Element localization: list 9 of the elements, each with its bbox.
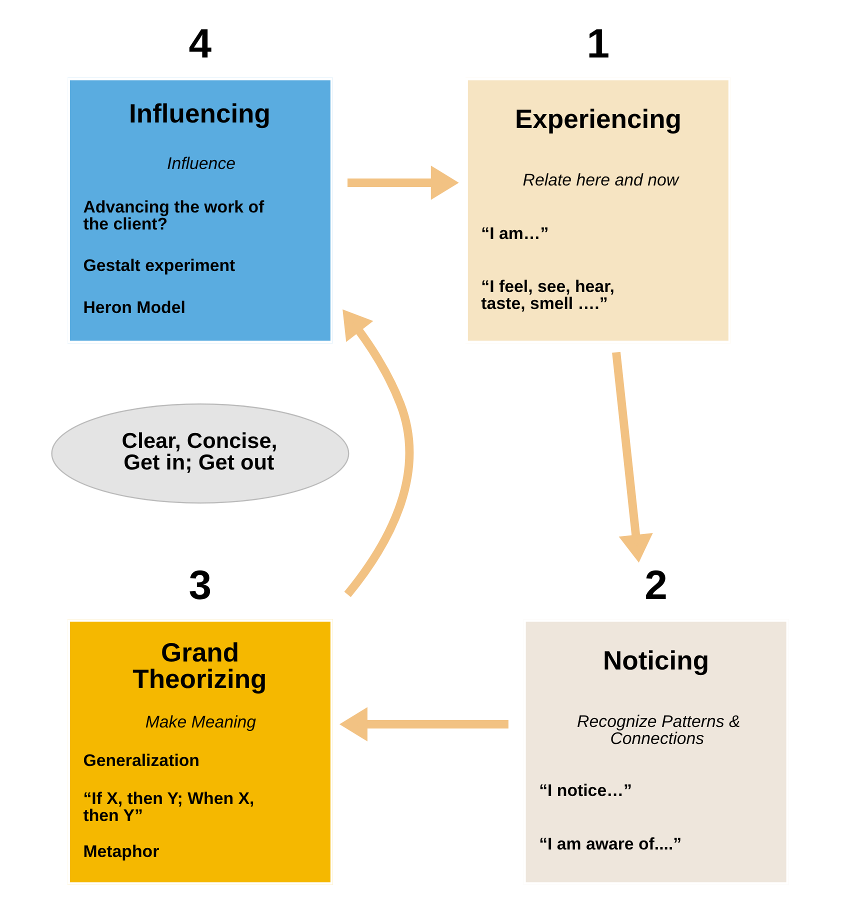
node-label: 2 [644,562,667,608]
arrow [342,309,414,598]
node-label: 4 [188,20,212,67]
node-ellipse: Clear, Concise, Get in; Get out [50,403,349,504]
node-label: 1 [586,20,610,67]
arrow [612,352,652,563]
arrow [347,166,458,200]
node-label: 3 [188,562,212,608]
arrow [338,707,508,742]
